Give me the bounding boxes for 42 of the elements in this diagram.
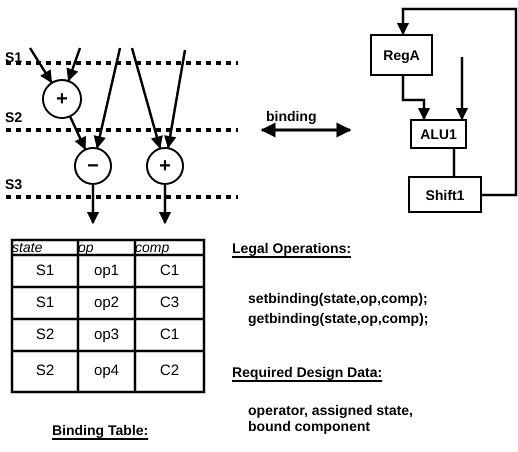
table-caption: Binding Table: bbox=[52, 422, 148, 438]
component-box: RegA bbox=[370, 34, 433, 76]
table-cell-text: C3 bbox=[158, 293, 180, 313]
operation-text: setbinding(state,op,comp); bbox=[248, 290, 428, 306]
binding-label: binding bbox=[266, 108, 317, 124]
section-heading: Required Design Data: bbox=[232, 364, 382, 380]
arrow bbox=[130, 48, 163, 149]
table-cell-text: S2 bbox=[34, 325, 56, 345]
column-header: op bbox=[78, 239, 95, 255]
arrow bbox=[69, 116, 86, 150]
operator-circle: − bbox=[74, 147, 112, 185]
column-header: state bbox=[12, 239, 44, 255]
table-cell-text: S1 bbox=[34, 293, 56, 313]
table-cell-text: C2 bbox=[158, 361, 180, 381]
component-box: ALU1 bbox=[410, 119, 467, 149]
table-cell-text: op4 bbox=[92, 361, 120, 381]
component-box: Shift1 bbox=[408, 176, 482, 213]
arrow bbox=[402, 76, 430, 120]
table-cell-text: op3 bbox=[92, 325, 120, 345]
operation-text: getbinding(state,op,comp); bbox=[248, 310, 428, 326]
table-cell-text: C1 bbox=[158, 261, 180, 281]
arrow bbox=[28, 47, 52, 84]
arrow bbox=[456, 57, 468, 120]
operator-circle: + bbox=[146, 147, 184, 185]
table-cell-text: C1 bbox=[158, 325, 180, 345]
table-cell-text: S2 bbox=[34, 361, 56, 381]
table-cell-text: op1 bbox=[92, 261, 120, 281]
note-text: operator, assigned state, bound component bbox=[248, 402, 414, 434]
table-cell-text: op2 bbox=[92, 293, 120, 313]
section-heading: Legal Operations: bbox=[232, 240, 352, 256]
arrow bbox=[396, 8, 518, 196]
operator-circle: + bbox=[42, 79, 82, 119]
state-label: S2 bbox=[5, 109, 22, 125]
arrow bbox=[66, 48, 82, 82]
arrow bbox=[164, 50, 186, 148]
table-cell-text: S1 bbox=[34, 261, 56, 281]
state-label: S3 bbox=[5, 176, 22, 192]
column-header: comp bbox=[135, 239, 170, 255]
connector-line bbox=[452, 149, 456, 176]
arrow bbox=[86, 185, 100, 224]
arrow bbox=[158, 185, 172, 224]
arrow bbox=[94, 48, 122, 149]
